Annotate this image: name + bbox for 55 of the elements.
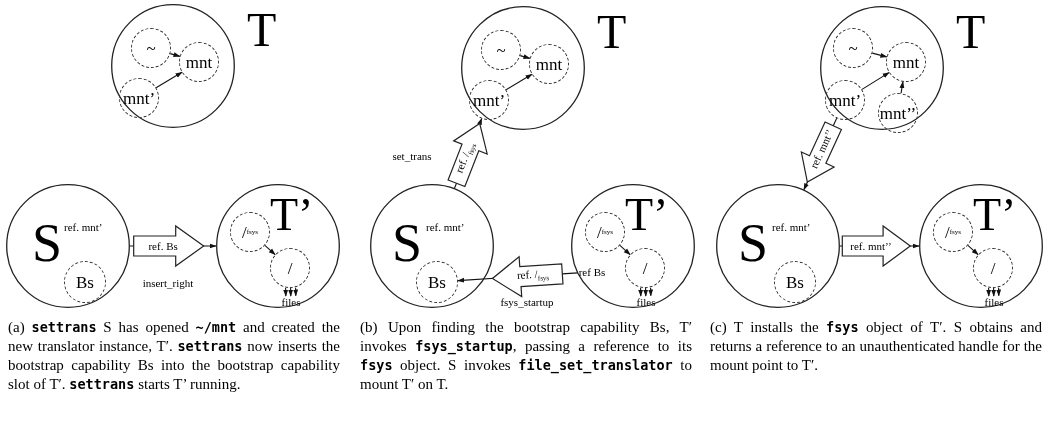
node-label: ref Bs (578, 265, 606, 279)
edge-label: ref. Bs (148, 240, 178, 252)
node-label: files (636, 295, 656, 309)
circle-heading: T’ (973, 192, 1017, 238)
circle-label: ref. mnt’ (426, 222, 465, 233)
arrow (967, 244, 979, 256)
caption-text: (b) Upon finding the bootstrap capability Bs, T′ invokes fsys_startup, passing a reference to its fsys object. S invokes file_set_translator to mount T′ on T. (360, 318, 692, 394)
arrow (619, 244, 631, 256)
node-label: files (281, 295, 301, 309)
large-circle (716, 184, 840, 308)
arrow (871, 52, 888, 58)
block-arrow (129, 224, 217, 268)
edge-label: ref. mnt’’ (850, 240, 892, 252)
arrow (643, 287, 649, 297)
arrow (861, 72, 890, 90)
circle-label: ref. mnt’ (64, 222, 103, 233)
circle-heading: T (247, 6, 277, 54)
circle-heading: S (32, 216, 63, 270)
large-circle (370, 184, 494, 308)
arrow (169, 52, 181, 57)
circle-heading: S (738, 216, 769, 270)
arrow (519, 54, 531, 59)
arrow-caption: insert_right (142, 276, 194, 290)
arrow (505, 73, 533, 91)
arrow (986, 287, 992, 297)
circle-heading: T (597, 8, 627, 56)
arrow (899, 81, 905, 94)
arrow (264, 244, 276, 256)
block-arrow (839, 224, 920, 268)
large-circle (6, 184, 130, 308)
circle-heading: T’ (625, 192, 669, 238)
large-circle (216, 184, 340, 308)
circle-heading: T’ (270, 192, 314, 238)
arrow (991, 287, 997, 297)
edge-label: ref. mnt’’ (808, 128, 836, 171)
block-arrow (457, 255, 579, 298)
arrow (648, 287, 654, 297)
arrow (283, 287, 289, 297)
circle-label: ref. mnt’ (772, 222, 811, 233)
arrow (155, 71, 183, 89)
arrow (288, 287, 294, 297)
caption-text: (a) settrans S has opened ~/mnt and created the new translator instance, T′. settrans now inserts the bootstrap capability Bs into the bootstrap capability slot of T′. settrans starts T’ running. (8, 318, 340, 394)
circle-heading: T (956, 8, 986, 56)
arrow (293, 287, 299, 297)
arrow-caption: fsys_startup (500, 295, 554, 309)
arrow (638, 287, 644, 297)
arrow-caption: set_trans (392, 149, 432, 163)
block-arrow (800, 117, 843, 191)
block-arrow (447, 117, 489, 189)
node-label: files (984, 295, 1004, 309)
edge-label: ref. /$_{fsys}$ (516, 267, 550, 284)
large-circle (919, 184, 1043, 308)
caption-text: (c) T installs the fsys object of T′. S obtains and returns a reference to an unauthenticated handle for the mount point to T′. (710, 318, 1042, 375)
arrow (996, 287, 1002, 297)
large-circle (571, 184, 695, 308)
